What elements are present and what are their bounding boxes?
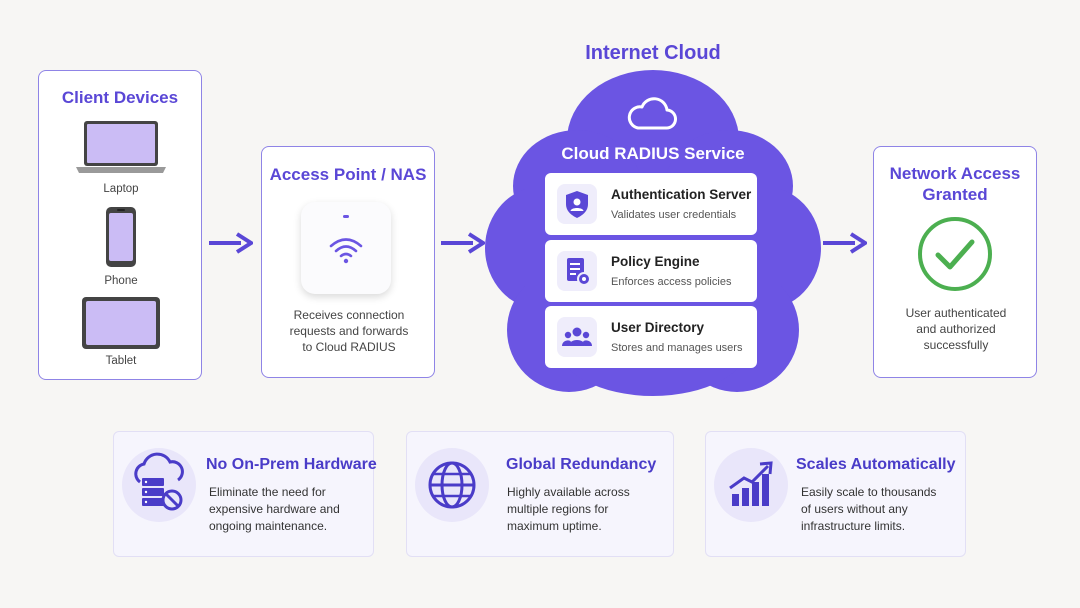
feature-card-global-redundancy: Global Redundancy Highly available acros…: [406, 431, 674, 557]
granted-description: User authenticated and authorized succes…: [905, 306, 1007, 352]
tablet-icon: [82, 297, 160, 349]
arrow-right-icon: [823, 232, 867, 254]
client-devices-panel: Client Devices Laptop Phone Tablet: [38, 70, 202, 380]
globe-icon: [415, 448, 489, 522]
cloud-server-blocked-icon: [122, 448, 196, 522]
device-label-phone: Phone: [104, 275, 138, 287]
cloud-radius-service-title: Cloud RADIUS Service: [561, 144, 745, 163]
users-group-icon: [557, 317, 597, 357]
device-label-laptop: Laptop: [103, 183, 139, 195]
feature-description: Highly available across multiple regions…: [507, 485, 630, 533]
user-directory-card: User Directory Stores and manages users: [545, 306, 757, 368]
arrow-right-icon: [209, 232, 253, 254]
laptop-icon: [76, 121, 166, 173]
wifi-icon: [329, 238, 363, 264]
status-led-icon: [343, 215, 349, 218]
policy-document-gear-icon: [557, 251, 597, 291]
access-point-device: [301, 202, 391, 294]
access-point-title: Access Point / NAS: [269, 165, 427, 184]
phone-icon: [106, 207, 136, 267]
shield-user-icon: [557, 184, 597, 224]
feature-description: Easily scale to thousands of users witho…: [801, 485, 937, 533]
feature-card-no-on-prem: No On-Prem Hardware Eliminate the need f…: [113, 431, 377, 557]
internet-cloud-title: Internet Cloud: [585, 42, 721, 64]
feature-description: Eliminate the need for expensive hardwar…: [209, 485, 340, 533]
arrow-right-icon: [441, 232, 485, 254]
authentication-server-card: Authentication Server Validates user cre…: [545, 173, 757, 235]
feature-card-scales-automatically: Scales Automatically Easily scale to tho…: [705, 431, 966, 557]
access-point-description: Receives connection requests and forward…: [289, 308, 409, 354]
growth-chart-icon: [714, 448, 788, 522]
access-point-panel: Access Point / NAS Receives connection r…: [261, 146, 435, 378]
network-access-granted-panel: Network Access Granted User authenticate…: [873, 146, 1037, 378]
network-access-granted-title: Network Access Granted: [889, 164, 1021, 204]
policy-engine-card: Policy Engine Enforces access policies: [545, 240, 757, 302]
checkmark-circle-icon: [918, 217, 992, 291]
client-devices-title: Client Devices: [61, 88, 179, 107]
device-label-tablet: Tablet: [105, 355, 137, 367]
cloud-icon: [627, 97, 677, 130]
